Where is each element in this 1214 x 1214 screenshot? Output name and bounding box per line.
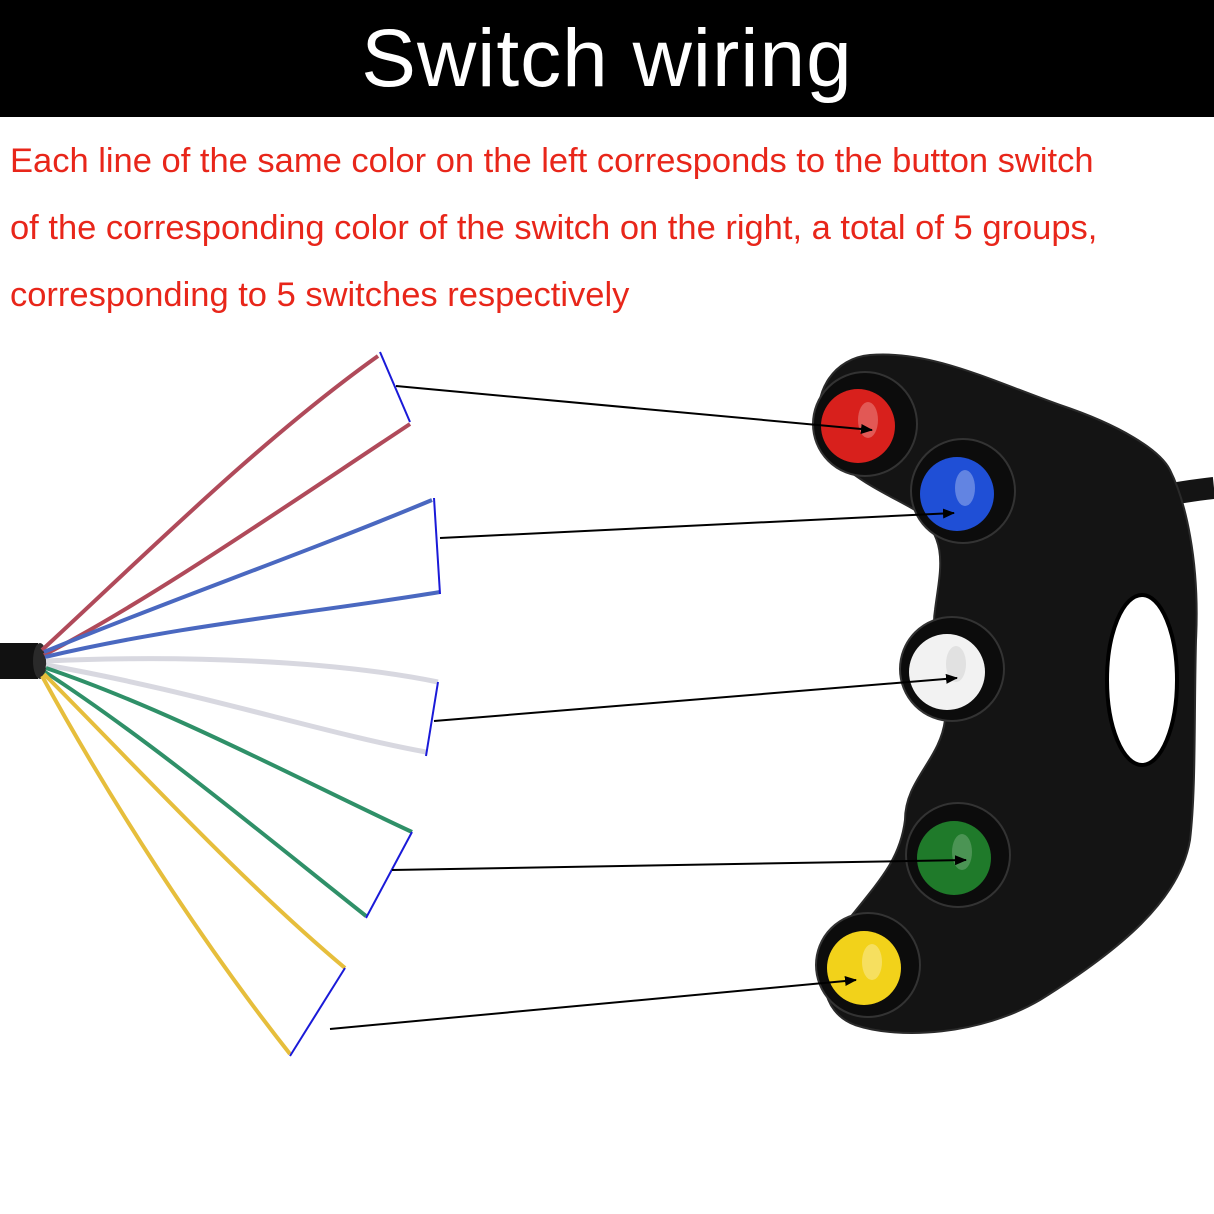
yellow-wire bbox=[40, 675, 292, 1056]
wiring-diagram bbox=[0, 351, 1214, 1057]
blue-wire bbox=[43, 498, 433, 654]
green-connection-arrow bbox=[391, 855, 967, 871]
white-group-bracket bbox=[425, 681, 439, 757]
title-bar: Switch wiring bbox=[0, 0, 1214, 117]
white-wire bbox=[45, 656, 439, 685]
white-connection-arrow bbox=[433, 673, 958, 722]
green-button[interactable] bbox=[917, 821, 991, 895]
green-button-highlight bbox=[952, 834, 972, 870]
red-button-highlight bbox=[858, 402, 878, 438]
yellow-group-bracket bbox=[289, 967, 346, 1057]
wire-bundle bbox=[0, 354, 441, 1056]
description-line-2: of the corresponding color of the switch… bbox=[10, 209, 1098, 247]
yellow-wire bbox=[42, 672, 347, 970]
green-wire bbox=[45, 666, 413, 834]
blue-button-highlight bbox=[955, 470, 975, 506]
red-wire bbox=[43, 422, 412, 657]
red-group-bracket bbox=[379, 351, 411, 423]
connection-arrows bbox=[329, 385, 967, 1030]
blue-connection-arrow bbox=[439, 508, 955, 539]
blue-group-bracket bbox=[433, 497, 441, 595]
blue-wire bbox=[44, 590, 441, 659]
white-button[interactable] bbox=[909, 634, 985, 710]
handlebar-opening-rim bbox=[1105, 593, 1179, 767]
cable-end bbox=[33, 643, 47, 679]
description-line-1: Each line of the same color on the left … bbox=[10, 142, 1094, 180]
handlebar-opening bbox=[1107, 595, 1177, 765]
bracket-marks bbox=[289, 351, 441, 1057]
yellow-button-highlight bbox=[862, 944, 882, 980]
blue-button[interactable] bbox=[920, 457, 994, 531]
red-wire bbox=[40, 354, 380, 652]
white-wire bbox=[45, 662, 427, 755]
red-button[interactable] bbox=[821, 389, 895, 463]
green-group-bracket bbox=[365, 831, 413, 919]
yellow-button[interactable] bbox=[827, 931, 901, 1005]
switch-buttons bbox=[812, 371, 1016, 1018]
description-line-3: corresponding to 5 switches respectively bbox=[10, 276, 630, 314]
yellow-connection-arrow bbox=[329, 976, 857, 1030]
page-title: Switch wiring bbox=[361, 12, 853, 104]
white-button-highlight bbox=[946, 646, 966, 682]
green-wire bbox=[43, 670, 368, 918]
description-text: Each line of the same color on the left … bbox=[10, 138, 1214, 339]
red-connection-arrow bbox=[395, 385, 873, 434]
